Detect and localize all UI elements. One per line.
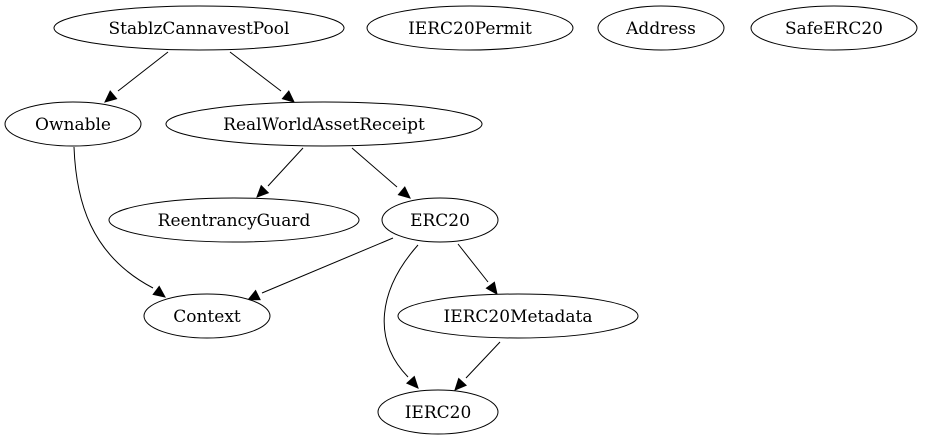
edge-line (73, 146, 154, 289)
node-address: Address (597, 5, 725, 51)
nodes-layer: StablzCannavestPool IERC20Permit Address Sa… (4, 5, 918, 435)
edge-rwar-to-reentrancy (256, 147, 304, 198)
edge-erc20-to-metadata (457, 243, 498, 295)
arrowhead-icon (485, 281, 498, 295)
node-label: IERC20Metadata (444, 307, 593, 327)
node-reentrancy: ReentrancyGuard (108, 197, 360, 243)
edge-line (457, 243, 489, 283)
node-label: ReentrancyGuard (158, 211, 311, 231)
node-label: Address (625, 19, 696, 39)
edge-line (261, 237, 394, 294)
node-rwar: RealWorldAssetReceipt (165, 101, 483, 147)
edge-line (465, 341, 501, 379)
node-ierc20permit: IERC20Permit (366, 5, 574, 51)
node-ellipse (397, 293, 639, 339)
node-ellipse (381, 197, 499, 243)
node-ellipse (143, 293, 271, 339)
node-ellipse (4, 101, 142, 147)
edge-line (383, 244, 419, 378)
node-ownable: Ownable (4, 101, 142, 147)
edge-stablz-to-rwar (229, 51, 295, 103)
node-label: Context (173, 307, 241, 327)
arrowhead-icon (256, 184, 270, 198)
node-stablz: StablzCannavestPool (53, 5, 345, 51)
node-label: Ownable (35, 115, 111, 135)
node-ellipse (377, 389, 499, 435)
node-metadata: IERC20Metadata (397, 293, 639, 339)
arrowhead-icon (104, 90, 118, 103)
node-ellipse (53, 5, 345, 51)
edge-erc20-to-context (246, 237, 394, 301)
arrowhead-icon (281, 90, 295, 103)
edges-layer (73, 51, 501, 391)
node-ellipse (108, 197, 360, 243)
node-label: SafeERC20 (785, 19, 883, 39)
node-ellipse (750, 5, 918, 51)
edge-line (267, 147, 304, 187)
node-label: StablzCannavestPool (109, 19, 290, 39)
arrowhead-icon (246, 289, 261, 301)
edge-line (117, 51, 169, 92)
node-context: Context (143, 293, 271, 339)
edge-metadata-to-ierc20 (454, 341, 501, 391)
edge-line (351, 147, 398, 188)
arrowhead-icon (397, 186, 411, 199)
arrowhead-icon (405, 375, 419, 389)
node-ierc20: IERC20 (377, 389, 499, 435)
node-ellipse (165, 101, 483, 147)
arrowhead-icon (152, 285, 166, 298)
edge-erc20-to-ierc20 (383, 244, 419, 389)
arrowhead-icon (454, 377, 468, 391)
node-label: ERC20 (410, 211, 470, 231)
edge-line (229, 51, 282, 92)
node-ellipse (597, 5, 725, 51)
node-label: IERC20Permit (408, 19, 532, 39)
node-safeerc20: SafeERC20 (750, 5, 918, 51)
edge-rwar-to-erc20 (351, 147, 411, 199)
node-erc20: ERC20 (381, 197, 499, 243)
edge-stablz-to-ownable (104, 51, 169, 103)
node-label: IERC20 (405, 403, 472, 423)
edge-ownable-to-context (73, 146, 166, 298)
node-ellipse (366, 5, 574, 51)
node-label: RealWorldAssetReceipt (223, 115, 425, 135)
